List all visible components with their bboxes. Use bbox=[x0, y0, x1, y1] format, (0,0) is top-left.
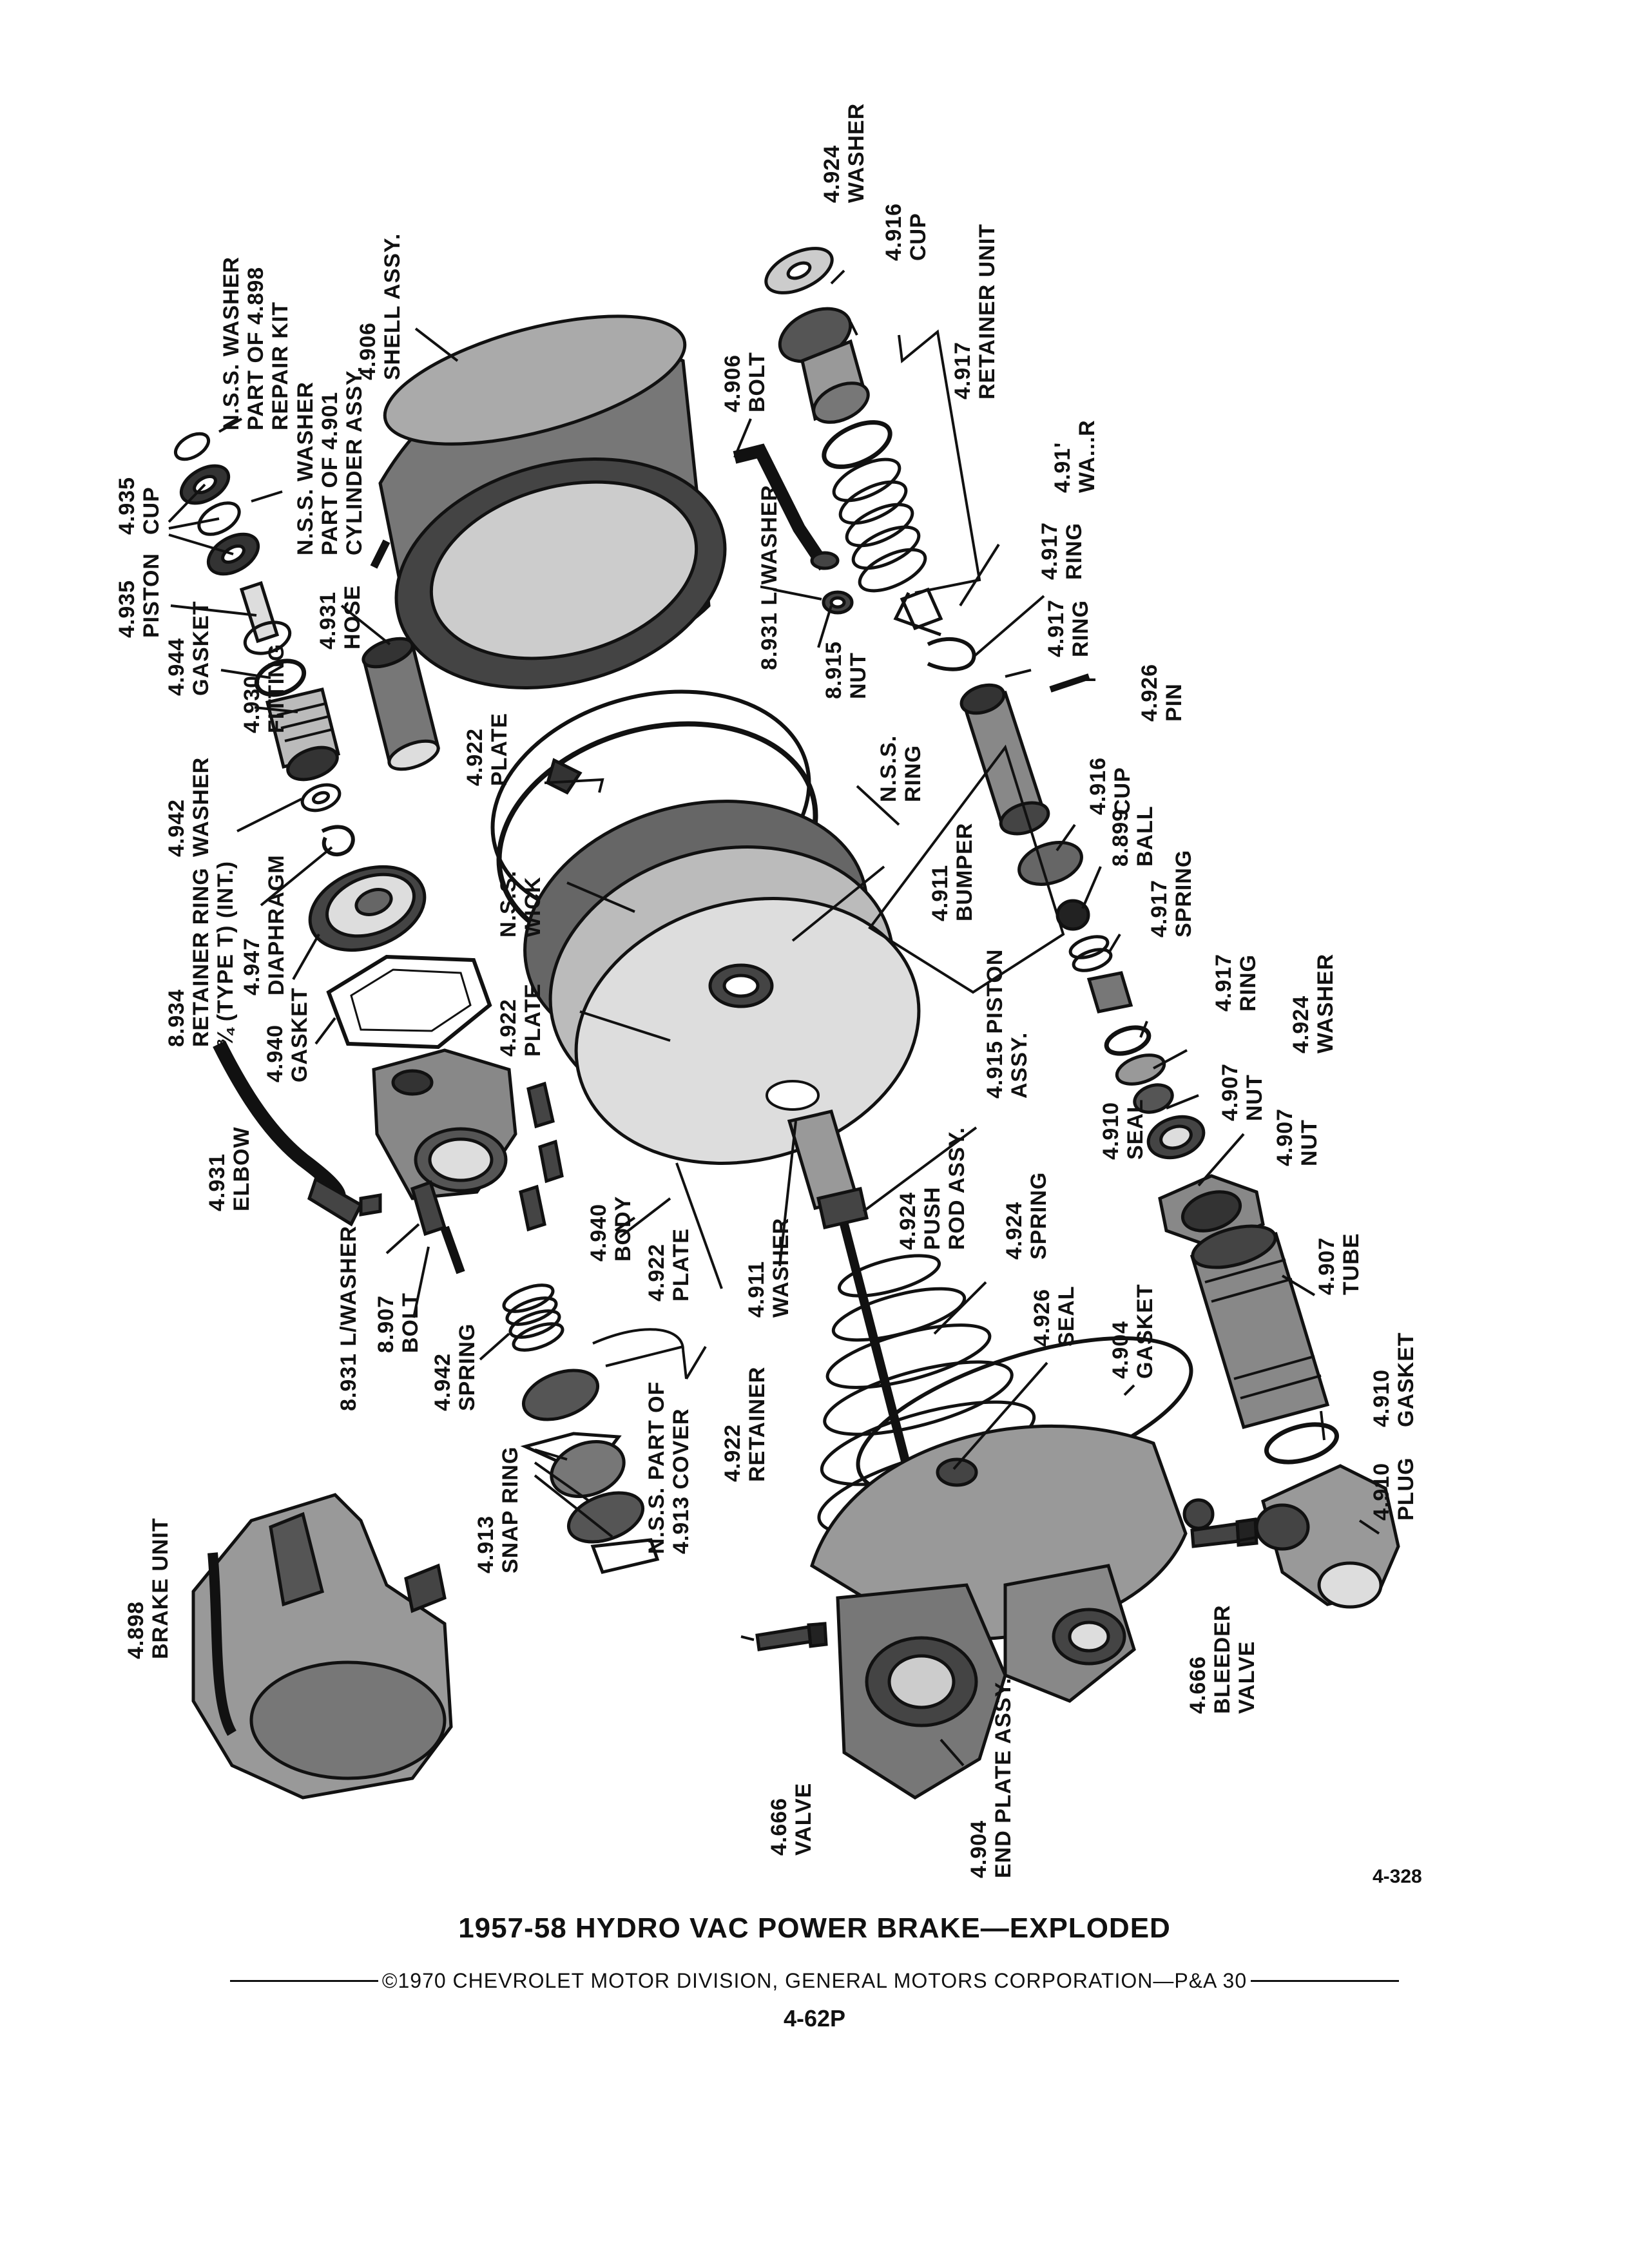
gasket-plug-4910 bbox=[1255, 1422, 1400, 1609]
copyright-line: ©1970 CHEVROLET MOTOR DIVISION, GENERAL … bbox=[0, 1969, 1629, 1993]
footer-rule-right bbox=[1251, 1980, 1400, 1982]
label-nss-wick: N.S.S.WICK bbox=[496, 870, 545, 937]
washer-small bbox=[300, 783, 355, 856]
shell-assembly bbox=[370, 314, 727, 689]
hose-part bbox=[361, 637, 440, 771]
valve-4666 bbox=[755, 1622, 828, 1651]
piston-4915 bbox=[959, 683, 1133, 1014]
diaphragm-part bbox=[308, 865, 427, 952]
ring-wick-plates bbox=[490, 689, 921, 1165]
label-washer-4911-partial: 4.91'WA...R bbox=[1050, 419, 1099, 493]
body-housing bbox=[372, 1048, 517, 1200]
footer-rule-left bbox=[229, 1980, 378, 1982]
bolts-left bbox=[410, 1081, 564, 1274]
spring-small bbox=[502, 1283, 564, 1352]
gasket-plate bbox=[326, 954, 492, 1050]
fitting-part bbox=[265, 687, 341, 782]
copyright-text: ©1970 CHEVROLET MOTOR DIVISION, GENERAL … bbox=[381, 1969, 1248, 1992]
tube-4907 bbox=[1190, 1224, 1330, 1430]
figure-number: 4-328 bbox=[1373, 1866, 1422, 1887]
gasket-ring bbox=[254, 658, 307, 697]
page-title: 1957-58 HYDRO VAC POWER BRAKE—EXPLODED bbox=[458, 1912, 1171, 1944]
label-lwasher-8931-left: 8.931 L/WASHER bbox=[336, 1225, 361, 1411]
brake-unit-assembled bbox=[191, 1493, 453, 1800]
label-nss-ring: N.S.S.RING bbox=[876, 735, 925, 802]
elbow-tube bbox=[213, 1041, 382, 1227]
label-lwasher-8931-mid: 8.931 L/WASHER bbox=[757, 485, 782, 670]
cover-screens bbox=[520, 1369, 660, 1574]
ring-washer-seal-nut bbox=[1104, 1025, 1265, 1249]
washer-cup-top bbox=[764, 247, 870, 424]
end-plate-assembly bbox=[810, 1336, 1215, 1800]
page-number: 4-62P bbox=[783, 2005, 846, 2032]
leader-lines bbox=[168, 269, 1380, 1767]
piston-part bbox=[239, 581, 292, 655]
bolt-4906 bbox=[733, 443, 854, 615]
retainer-unit-spring bbox=[822, 420, 976, 671]
